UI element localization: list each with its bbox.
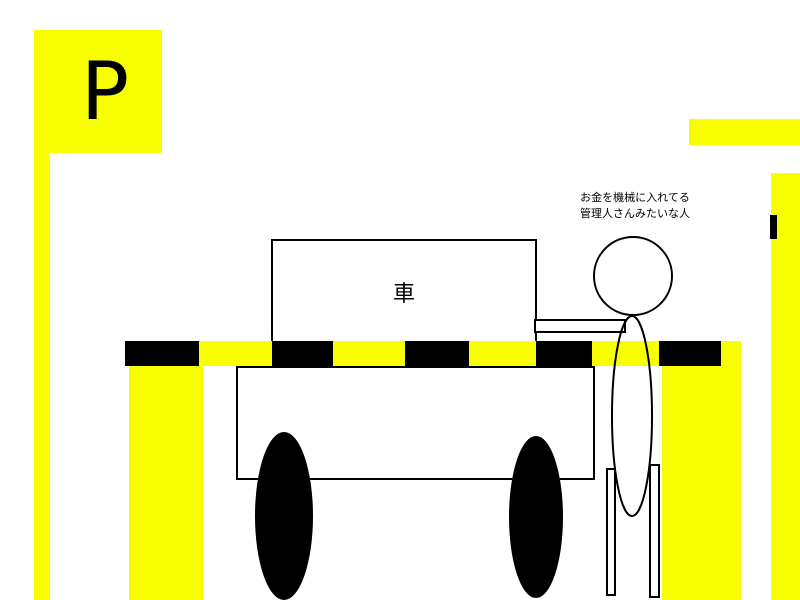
- car-label: 車: [392, 282, 415, 307]
- person-caption: お金を機械に入れてる 管理人さんみたいな人: [560, 190, 710, 222]
- barrier-stripe: [405, 341, 469, 366]
- parking-sign-board: [48, 30, 162, 153]
- barrier-stripe: [199, 341, 272, 366]
- barrier-stripe: [125, 341, 199, 366]
- car-wheel-right: [509, 436, 563, 598]
- caption-line-1: お金を機械に入れてる: [580, 191, 690, 204]
- barrier-leg-left: [129, 364, 203, 600]
- person-body: [611, 315, 653, 517]
- barrier-leg-right: [662, 364, 741, 600]
- right-pillar-mark: [770, 215, 777, 239]
- person-leg-left: [606, 468, 616, 596]
- car-wheel-left: [255, 432, 313, 600]
- person-leg-right: [649, 464, 660, 598]
- barrier-stripe: [469, 341, 536, 366]
- barrier-stripe: [272, 341, 333, 366]
- barrier-stripe: [536, 341, 592, 366]
- right-pillar: [771, 173, 800, 600]
- person-arm: [534, 319, 626, 333]
- caption-line-2: 管理人さんみたいな人: [580, 207, 690, 220]
- barrier-stripe: [333, 341, 405, 366]
- right-bar-top: [689, 119, 800, 145]
- parking-sign-letter: P: [80, 45, 130, 138]
- person-head: [593, 236, 673, 316]
- sign-pole: [34, 30, 50, 600]
- car-cabin: [271, 239, 537, 345]
- barrier-stripe: [721, 341, 741, 366]
- barrier-stripe: [659, 341, 721, 366]
